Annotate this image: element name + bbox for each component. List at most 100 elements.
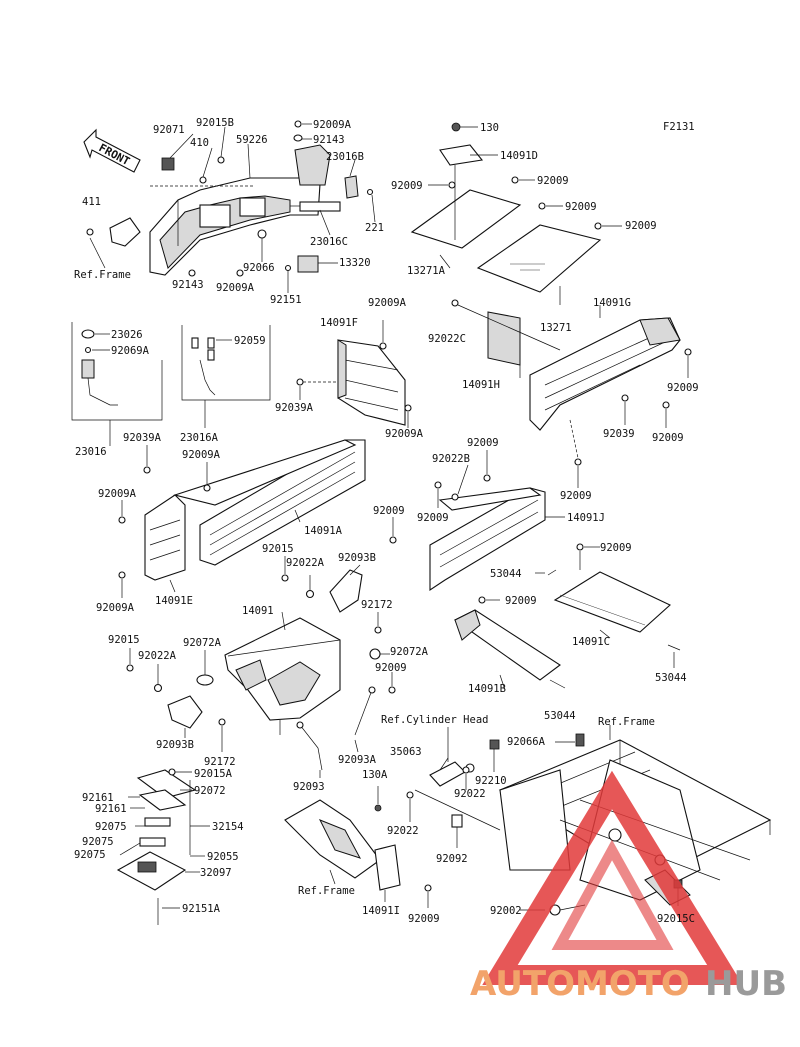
bolt-92009a-icon (294, 120, 302, 128)
washer-92022c-icon (451, 299, 459, 307)
label-92015-b: 92015 (108, 634, 140, 646)
watermark-logo (482, 770, 743, 985)
label-92151a: 92151A (182, 903, 221, 915)
switch-23016c-icon (290, 201, 341, 212)
bolt-92009a-g-icon (118, 571, 126, 579)
label-53044-c: 53044 (544, 710, 576, 722)
label-92093b-b: 92093B (156, 739, 194, 751)
svg-text:HUB: HUB (705, 964, 787, 1004)
cover-13271a (410, 144, 522, 249)
frame-section (284, 799, 401, 891)
label-92072: 92072 (194, 785, 226, 797)
label-92015a: 92015A (194, 768, 233, 780)
label-92161: 92161 (82, 792, 114, 804)
label-92009a-c: 92009A (368, 297, 407, 309)
nut-410-icon (199, 176, 207, 184)
label-14091h: 14091H (462, 379, 500, 391)
bolt-92009-l-icon (576, 543, 584, 551)
bolt-92009-g-icon (574, 458, 582, 466)
label-92071: 92071 (153, 124, 185, 136)
front-label: FRONT (97, 141, 133, 168)
callout-labels: 92071 92015B 410 59226 92009A 92143 2301… (74, 117, 699, 925)
label-92009-n: 92009 (408, 913, 440, 925)
label-14091b: 14091B (468, 683, 506, 695)
bracket-92093b-b-icon (167, 695, 203, 729)
label-92072a: 92072A (183, 637, 222, 649)
label-130: 130 (480, 122, 499, 134)
label-92009-h: 92009 (560, 490, 592, 502)
label-92172-b: 92172 (204, 756, 236, 768)
bolt-92039-icon (621, 394, 629, 402)
grommet-92066a-icon (575, 733, 585, 747)
washer-92143-b-icon (188, 269, 196, 277)
bolt-92172-icon (374, 626, 382, 634)
label-92009-k: 92009 (600, 542, 632, 554)
label-92022a: 92022A (286, 557, 325, 569)
bolt-92172-b-icon (218, 718, 226, 726)
panel-14091h (487, 311, 521, 366)
label-ref-frame-c: Ref.Frame (298, 885, 355, 897)
washer-92022a-icon (305, 589, 315, 599)
bolt-92015-b-icon (126, 664, 134, 672)
washer-92143-icon (293, 134, 303, 142)
bolt-92009-k-icon (388, 686, 396, 694)
label-92022b: 92022B (432, 453, 470, 465)
front-arrow-icon: FRONT (83, 128, 141, 173)
label-92015b: 92015B (196, 117, 234, 129)
label-92015c: 92015C (657, 913, 695, 925)
bolt-92015a-icon (168, 768, 176, 776)
label-92093b: 92093B (338, 552, 376, 564)
label-92066a: 92066A (507, 736, 546, 748)
bolt-92039a-b-icon (143, 466, 151, 474)
panel-14091c (547, 569, 681, 651)
panel-14091e (144, 494, 186, 581)
washer-92022-icon (406, 791, 414, 799)
bracket-92093b (329, 569, 363, 613)
label-92009-i: 92009 (373, 505, 405, 517)
cover-13271 (476, 224, 602, 293)
rod-92093 (296, 721, 323, 771)
front-panel-59226 (149, 144, 331, 276)
bolt-92009-c-icon (538, 202, 546, 210)
shaft-35063 (414, 761, 501, 831)
label-92009-c: 92009 (565, 201, 597, 213)
label-92151: 92151 (270, 294, 302, 306)
label-13271a: 13271A (407, 265, 446, 277)
label-92015: 92015 (262, 543, 294, 555)
label-53044: 53044 (490, 568, 522, 580)
label-92022: 92022 (454, 788, 486, 800)
label-92009-b: 92009 (537, 175, 569, 187)
label-92009a-e: 92009A (182, 449, 221, 461)
label-92092: 92092 (436, 853, 468, 865)
label-14091g: 14091G (593, 297, 631, 309)
label-92093: 92093 (293, 781, 325, 793)
bolt-92009-d-icon (594, 222, 602, 230)
label-92069a: 92069A (111, 345, 150, 357)
label-14091j: 14091J (567, 512, 605, 524)
label-13271: 13271 (540, 322, 572, 334)
watermark-text: AUTOMOTO HUB (470, 964, 787, 1004)
label-92022-b: 92022 (387, 825, 419, 837)
label-32154: 32154 (212, 821, 244, 833)
label-92210: 92210 (475, 775, 507, 787)
label-14091e: 14091E (155, 595, 193, 607)
panel-14091g (529, 317, 681, 431)
label-23016b: 23016B (326, 151, 364, 163)
label-14091: 14091 (242, 605, 274, 617)
rod-92093a (354, 686, 376, 736)
bolt-92009-e-icon (684, 348, 692, 356)
bolt-92009a-d-icon (379, 342, 387, 350)
panel-14091j (429, 487, 546, 592)
bracket-stack-32154 (116, 769, 197, 925)
nut-92210-icon (489, 739, 500, 750)
clip-92071-icon (161, 157, 175, 171)
label-92075-c: 92075 (74, 849, 106, 861)
label-23026: 23026 (111, 329, 143, 341)
bolt-92009a-f-icon (118, 516, 126, 524)
clamp-92072a-b-icon (196, 674, 214, 686)
label-92059: 92059 (234, 335, 266, 347)
bolt-92009-i-icon (434, 481, 442, 489)
label-32097: 32097 (200, 867, 232, 879)
bolt-92009a-e-icon (203, 484, 211, 492)
